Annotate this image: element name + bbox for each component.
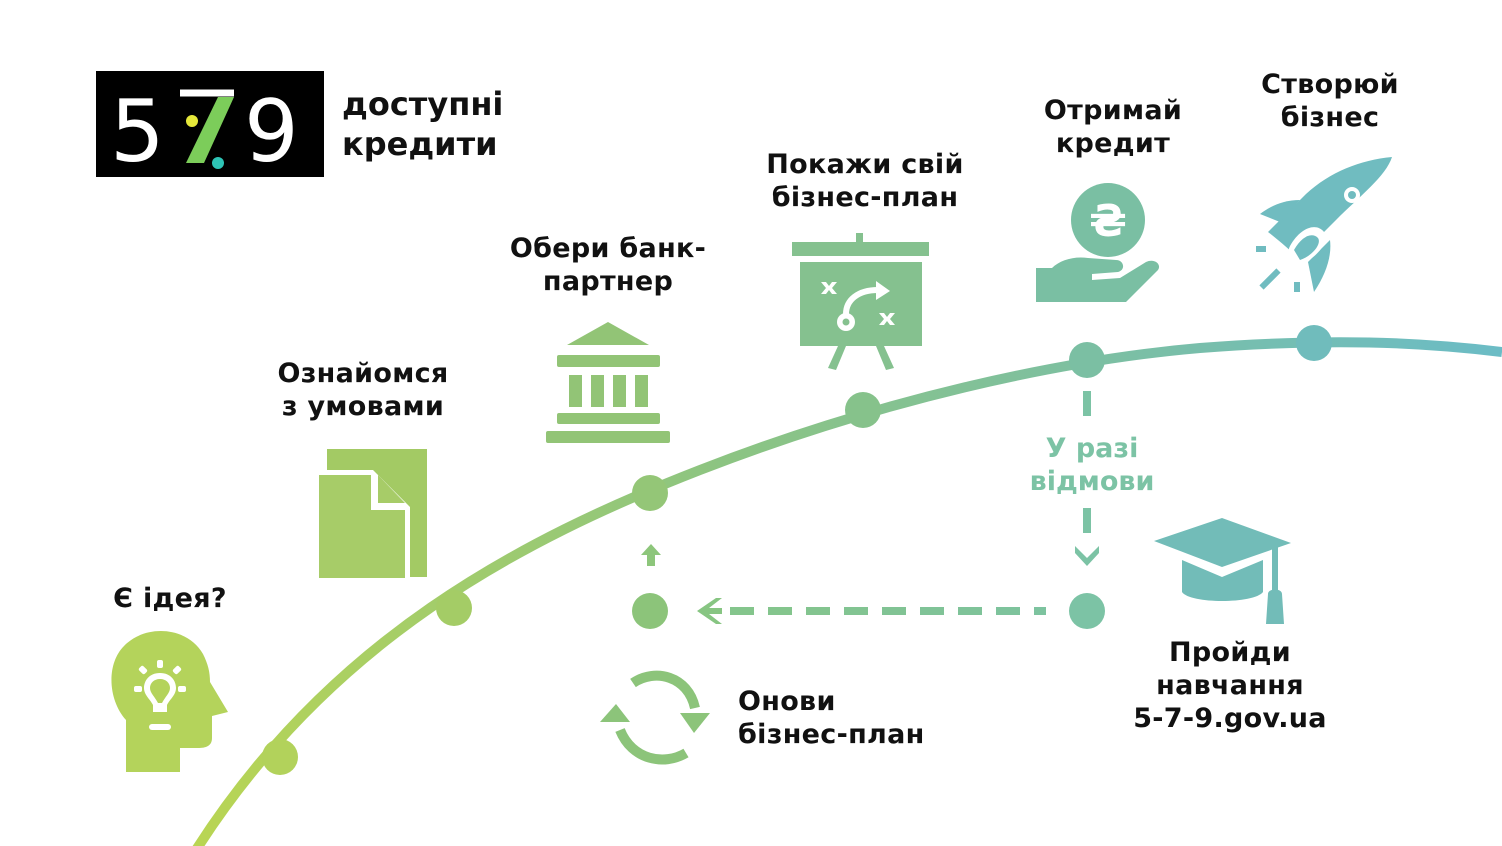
refusal-dashed-line xyxy=(1083,391,1091,533)
step-label-business-line-1: Створюй xyxy=(1261,69,1399,100)
refresh-arrowhead-2 xyxy=(600,704,630,722)
update-plan-label-line-2: бізнес-план xyxy=(738,719,925,750)
step-label-terms-line-1: Ознайомся xyxy=(277,358,449,389)
step-label-bank-line-2: партнер xyxy=(542,266,674,297)
logo-digit-5: 5 xyxy=(110,82,165,177)
training-label: Пройди навчання 5-7-9.gov.ua xyxy=(1112,636,1348,735)
training-node xyxy=(1069,593,1105,629)
timeline-node-1 xyxy=(262,739,298,775)
step-label-bank-line-1: Обери банк- xyxy=(509,233,707,264)
update-plan-node xyxy=(632,593,668,629)
update-plan-label-line-1: Онови xyxy=(738,686,836,717)
step-label-terms-line-2: з умовами xyxy=(281,391,445,422)
step-label-bank: Обери банк- партнер xyxy=(496,232,720,298)
step-label-credit: Отримай кредит xyxy=(1020,94,1206,160)
logo-mark: 5 9 xyxy=(110,82,299,182)
step-label-idea-line-1: Є ідея? xyxy=(113,583,227,614)
down-arrow-icon xyxy=(1075,546,1099,566)
documents-icon xyxy=(319,449,427,578)
logo-digit-9: 9 xyxy=(244,82,299,177)
logo-dot-yellow xyxy=(186,115,198,127)
timeline-node-5 xyxy=(1069,342,1105,378)
timeline-node-3 xyxy=(632,475,668,511)
left-arrow-icon xyxy=(697,598,722,624)
logo-seven-slash xyxy=(186,97,234,163)
step-label-plan-line-1: Покажи свій xyxy=(766,149,964,180)
step-label-plan: Покажи свій бізнес-план xyxy=(745,148,985,214)
rocket-icon xyxy=(1256,157,1392,292)
step-label-credit-line-1: Отримай xyxy=(1043,95,1183,126)
step-label-idea: Є ідея? xyxy=(100,582,240,615)
training-website-link: 5-7-9.gov.ua xyxy=(1133,703,1327,734)
training-label-line-2: навчання xyxy=(1156,670,1304,701)
logo-tagline-line-2: кредити xyxy=(342,125,498,163)
head-lightbulb-icon xyxy=(111,631,228,772)
training-label-line-1: Пройди xyxy=(1169,637,1291,668)
step-label-terms: Ознайомся з умовами xyxy=(253,357,473,423)
logo-dot-teal xyxy=(212,157,224,169)
hand-hryvnia-coin-icon: ₴ xyxy=(1036,183,1160,302)
logo-tagline: доступні кредити xyxy=(342,84,503,164)
svg-text:₴: ₴ xyxy=(1089,196,1127,247)
return-dashed-line xyxy=(730,607,1046,615)
step-label-business-line-2: бізнес xyxy=(1280,102,1380,133)
step-label-business: Створюй бізнес xyxy=(1240,68,1420,134)
refusal-label-line-1: У разі xyxy=(1045,433,1139,464)
logo-tagline-line-1: доступні xyxy=(342,85,504,123)
refusal-label-line-2: відмови xyxy=(1029,466,1155,497)
refresh-cycle-icon xyxy=(615,670,700,765)
update-plan-label: Онови бізнес-план xyxy=(738,685,958,751)
refusal-label: У разі відмови xyxy=(1010,432,1174,498)
timeline-node-4 xyxy=(845,392,881,428)
timeline-node-6 xyxy=(1296,325,1332,361)
logo-579: 5 9 xyxy=(96,71,324,182)
step-label-credit-line-2: кредит xyxy=(1055,128,1171,159)
timeline-node-2 xyxy=(436,590,472,626)
graduation-cap-icon xyxy=(1154,518,1291,624)
refresh-arrowhead-1 xyxy=(680,713,710,733)
presentation-board-icon xyxy=(792,233,929,370)
step-label-plan-line-2: бізнес-план xyxy=(771,182,959,213)
bank-building-icon xyxy=(546,322,670,443)
up-arrow-icon xyxy=(641,544,661,566)
